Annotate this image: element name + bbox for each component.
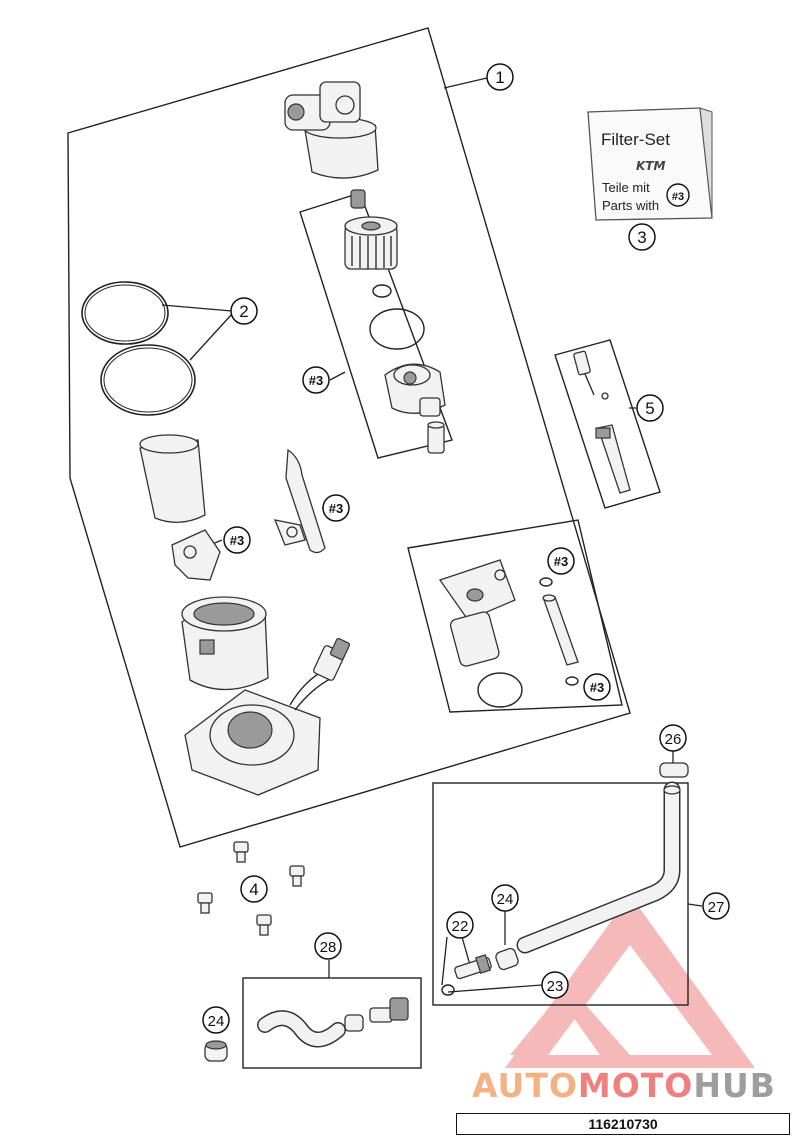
loose-clamp-24-part <box>204 1040 228 1062</box>
ref-3-filter-set: #3 <box>672 191 684 203</box>
medium-o-ring-part <box>369 308 425 350</box>
ref-labels: #3 #3 #3 #3 #3 <box>230 373 604 695</box>
callout-circles <box>202 63 730 1034</box>
tube-piece-part <box>427 421 445 454</box>
ref-circles <box>223 366 611 701</box>
bent-hose-27-part <box>516 781 681 954</box>
callout-24-b: 24 <box>208 1013 225 1030</box>
filter-set-title: Filter-Set <box>601 130 670 149</box>
callout-26: 26 <box>665 731 682 748</box>
tube-o-ring-bottom <box>565 676 579 686</box>
filter-set-line2: Parts with <box>602 198 659 213</box>
callout-22: 22 <box>452 918 469 935</box>
large-o-ring-top-inner <box>84 284 166 342</box>
sleeve-part <box>139 434 206 523</box>
ref-3-filter: #3 <box>309 373 323 388</box>
o-ring-23-part <box>441 984 455 996</box>
callout-2: 2 <box>239 302 248 321</box>
ref-3-tube-bottom: #3 <box>590 680 604 695</box>
clip-part <box>171 529 221 581</box>
filter-set-text: Filter-Set KTM Teile mit Parts with #3 <box>601 130 690 213</box>
sensor-frame-5 <box>554 339 661 509</box>
ktm-logo-text: KTM <box>636 159 665 173</box>
large-o-ring-bottom-inner <box>103 347 193 413</box>
filter-set-line1: Teile mit <box>602 180 650 195</box>
watermark-part1: AUTO <box>472 1066 578 1105</box>
document-number: 116210730 <box>456 1113 790 1135</box>
filter-cartridge-part <box>344 216 398 270</box>
callout-1: 1 <box>495 68 504 87</box>
tube-o-ring-top <box>539 577 553 587</box>
pump-housing-part <box>181 596 269 691</box>
long-tube-part <box>542 594 579 666</box>
filter-valve-part <box>384 363 446 417</box>
large-o-ring-top <box>81 281 169 345</box>
screws-part <box>197 841 305 936</box>
ref-3-tube-top: #3 <box>554 554 568 569</box>
hose-clamp-26-part <box>659 762 689 778</box>
hose-28-part <box>257 997 409 1048</box>
strainer-part <box>273 448 326 554</box>
callout-3: 3 <box>637 228 646 247</box>
ref-3-clip: #3 <box>230 533 244 548</box>
watermark-logo-icon <box>505 895 755 1068</box>
callout-27: 27 <box>708 899 725 916</box>
hose-frame-28 <box>242 977 422 1069</box>
ref-3-strainer: #3 <box>329 501 343 516</box>
level-sensor-part <box>573 350 631 494</box>
filter-subframe <box>299 192 453 459</box>
watermark-part2: MOTO <box>577 1066 694 1105</box>
fuel-pump-part <box>438 559 516 667</box>
watermark-part3: HUB <box>693 1066 776 1105</box>
callout-23: 23 <box>547 978 564 995</box>
watermark-text: AUTOMOTOHUB <box>472 1066 792 1106</box>
leader-lines <box>161 77 703 993</box>
callout-4: 4 <box>249 880 258 899</box>
small-o-ring-part <box>372 284 392 298</box>
assembly-frame-1 <box>67 27 631 848</box>
callout-28: 28 <box>320 939 337 956</box>
spring-part <box>350 189 366 209</box>
pump-subframe <box>407 519 623 713</box>
large-o-ring-bottom <box>100 344 196 416</box>
hose-frame-27 <box>432 782 689 1006</box>
hose-clamp-24-part <box>495 947 519 971</box>
filter-housing-part <box>284 81 379 179</box>
pump-o-ring-part <box>477 672 523 708</box>
callout-24-a: 24 <box>497 891 514 908</box>
flange-part <box>184 637 351 796</box>
connector-nipple-22-part <box>454 954 492 980</box>
callout-5: 5 <box>645 399 654 418</box>
callout-labels: 1 2 3 4 5 22 23 24 24 26 27 28 <box>208 68 725 1030</box>
